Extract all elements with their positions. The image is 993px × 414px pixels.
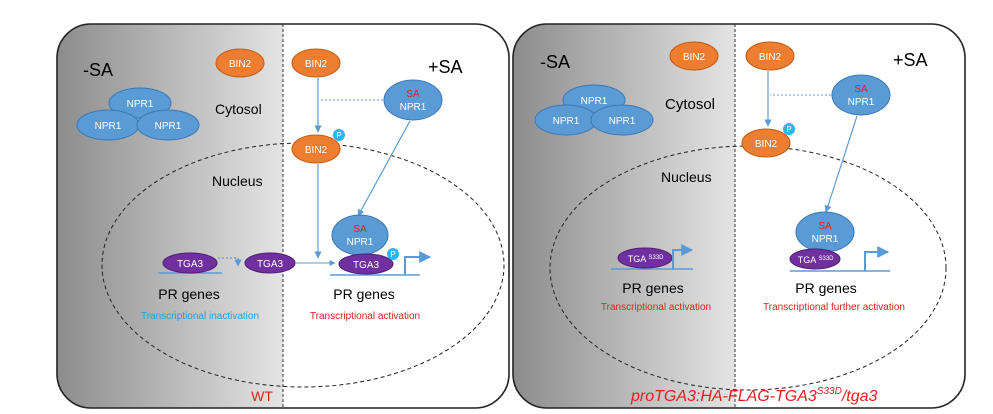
transcription-start-arrow-minus-sa: [672, 244, 694, 269]
svg-text:NPR1: NPR1: [155, 121, 182, 132]
transcription-start-arrow: [404, 251, 432, 275]
transcriptional-activation-label: Transcriptional activation: [310, 311, 420, 322]
npr1-nuclear-import-arrow: [357, 120, 411, 217]
svg-text:P: P: [390, 250, 395, 259]
tga3-phosphorylated: TGA3 P: [338, 248, 399, 275]
npr1-oligomer: NPR1 NPR1 NPR1: [534, 84, 654, 136]
svg-text:BIN2: BIN2: [305, 145, 328, 156]
tga3-free: TGA3: [244, 252, 296, 274]
svg-text:S33D: S33D: [818, 256, 834, 262]
svg-text:P: P: [336, 131, 341, 140]
bin2-plus-sa: BIN2: [291, 48, 341, 78]
svg-text:BIN2: BIN2: [229, 59, 252, 70]
minus-sa-label: -SA: [83, 60, 113, 80]
mutant-panel-border: [512, 23, 966, 409]
wt-panel: -SA +SA Cytosol Nucleus NPR1 NPR1 NPR1 B…: [56, 23, 510, 409]
minus-sa-background: [513, 24, 735, 408]
bin2-plus-sa: BIN2: [745, 41, 795, 71]
bin2-phosphorylated: BIN2 P: [741, 123, 795, 158]
nucleus-label: Nucleus: [661, 169, 712, 185]
mutant-panel: -SA +SA Cytosol Nucleus NPR1 NPR1 NPR1 B…: [512, 23, 966, 409]
genotype-label-wt: WT: [251, 388, 273, 404]
svg-text:BIN2: BIN2: [683, 52, 706, 63]
svg-text:BIN2: BIN2: [759, 52, 782, 63]
pr-genes-label-plus-sa: PR genes: [795, 280, 856, 296]
svg-text:TGA3: TGA3: [257, 259, 284, 270]
transcription-start-arrow-plus-sa: [864, 246, 890, 271]
sa-npr1-nucleus: SA NPR1: [331, 214, 389, 256]
tga3-s33d-plus-sa: TGA S33D: [789, 248, 841, 270]
transcriptional-further-activation-label: Transcriptional further activation: [763, 302, 905, 313]
tga3-shuttle-arrow: [218, 257, 242, 267]
bin2-minus-sa: BIN2: [669, 41, 719, 71]
svg-text:NPR1: NPR1: [553, 116, 580, 127]
svg-text:SA: SA: [818, 221, 832, 232]
svg-text:TGA: TGA: [628, 254, 647, 264]
nucleus-label: Nucleus: [212, 173, 263, 189]
pr-genes-label-minus-sa: PR genes: [622, 280, 683, 296]
cytosol-label: Cytosol: [665, 96, 715, 113]
svg-text:BIN2: BIN2: [755, 139, 778, 150]
svg-text:NPR1: NPR1: [812, 234, 839, 245]
svg-text:NPR1: NPR1: [400, 102, 427, 113]
sa-npr1-cytosol: SA NPR1: [831, 74, 891, 116]
svg-text:SA: SA: [353, 224, 367, 235]
cytosol-label: Cytosol: [215, 101, 262, 117]
sa-npr1-nucleus: SA NPR1: [795, 211, 855, 253]
transcriptional-inactivation-label: Transcriptional inactivation: [141, 311, 259, 322]
pr-genes-label-plus-sa: PR genes: [333, 286, 394, 302]
sa-npr1-cytosol: SA NPR1: [383, 79, 443, 121]
svg-text:TGA: TGA: [798, 255, 817, 265]
plus-sa-background: [283, 24, 509, 408]
plus-sa-label: +SA: [428, 57, 463, 77]
svg-text:TGA3: TGA3: [353, 260, 380, 271]
svg-text:NPR1: NPR1: [347, 237, 374, 248]
svg-text:BIN2: BIN2: [305, 59, 328, 70]
genotype-label-mutant: proTGA3:HA-FLAG-TGA3S33D/tga3: [630, 386, 878, 405]
bin2-minus-sa: BIN2: [215, 48, 265, 78]
svg-text:NPR1: NPR1: [95, 121, 122, 132]
svg-text:NPR1: NPR1: [848, 97, 875, 108]
plus-sa-label: +SA: [893, 50, 928, 70]
svg-text:NPR1: NPR1: [127, 99, 154, 110]
svg-text:NPR1: NPR1: [581, 96, 608, 107]
bin2-phosphorylated: BIN2 P: [291, 129, 345, 164]
npr1-nuclear-import-arrow: [824, 115, 858, 213]
pr-genes-label-minus-sa: PR genes: [158, 286, 219, 302]
minus-sa-label: -SA: [540, 52, 570, 72]
tga3-minus-sa: TGA3: [162, 252, 218, 274]
svg-text:P: P: [786, 125, 791, 134]
svg-text:SA: SA: [406, 89, 420, 100]
transcriptional-activation-label: Transcriptional activation: [601, 302, 711, 313]
svg-text:NPR1: NPR1: [609, 116, 636, 127]
svg-text:TGA3: TGA3: [177, 259, 204, 270]
npr1-oligomer: NPR1 NPR1 NPR1: [76, 87, 200, 141]
tga3-s33d-minus-sa: TGA S33D: [617, 247, 673, 269]
svg-text:SA: SA: [854, 84, 868, 95]
svg-text:S33D: S33D: [648, 255, 664, 261]
minus-sa-background: [57, 24, 283, 408]
